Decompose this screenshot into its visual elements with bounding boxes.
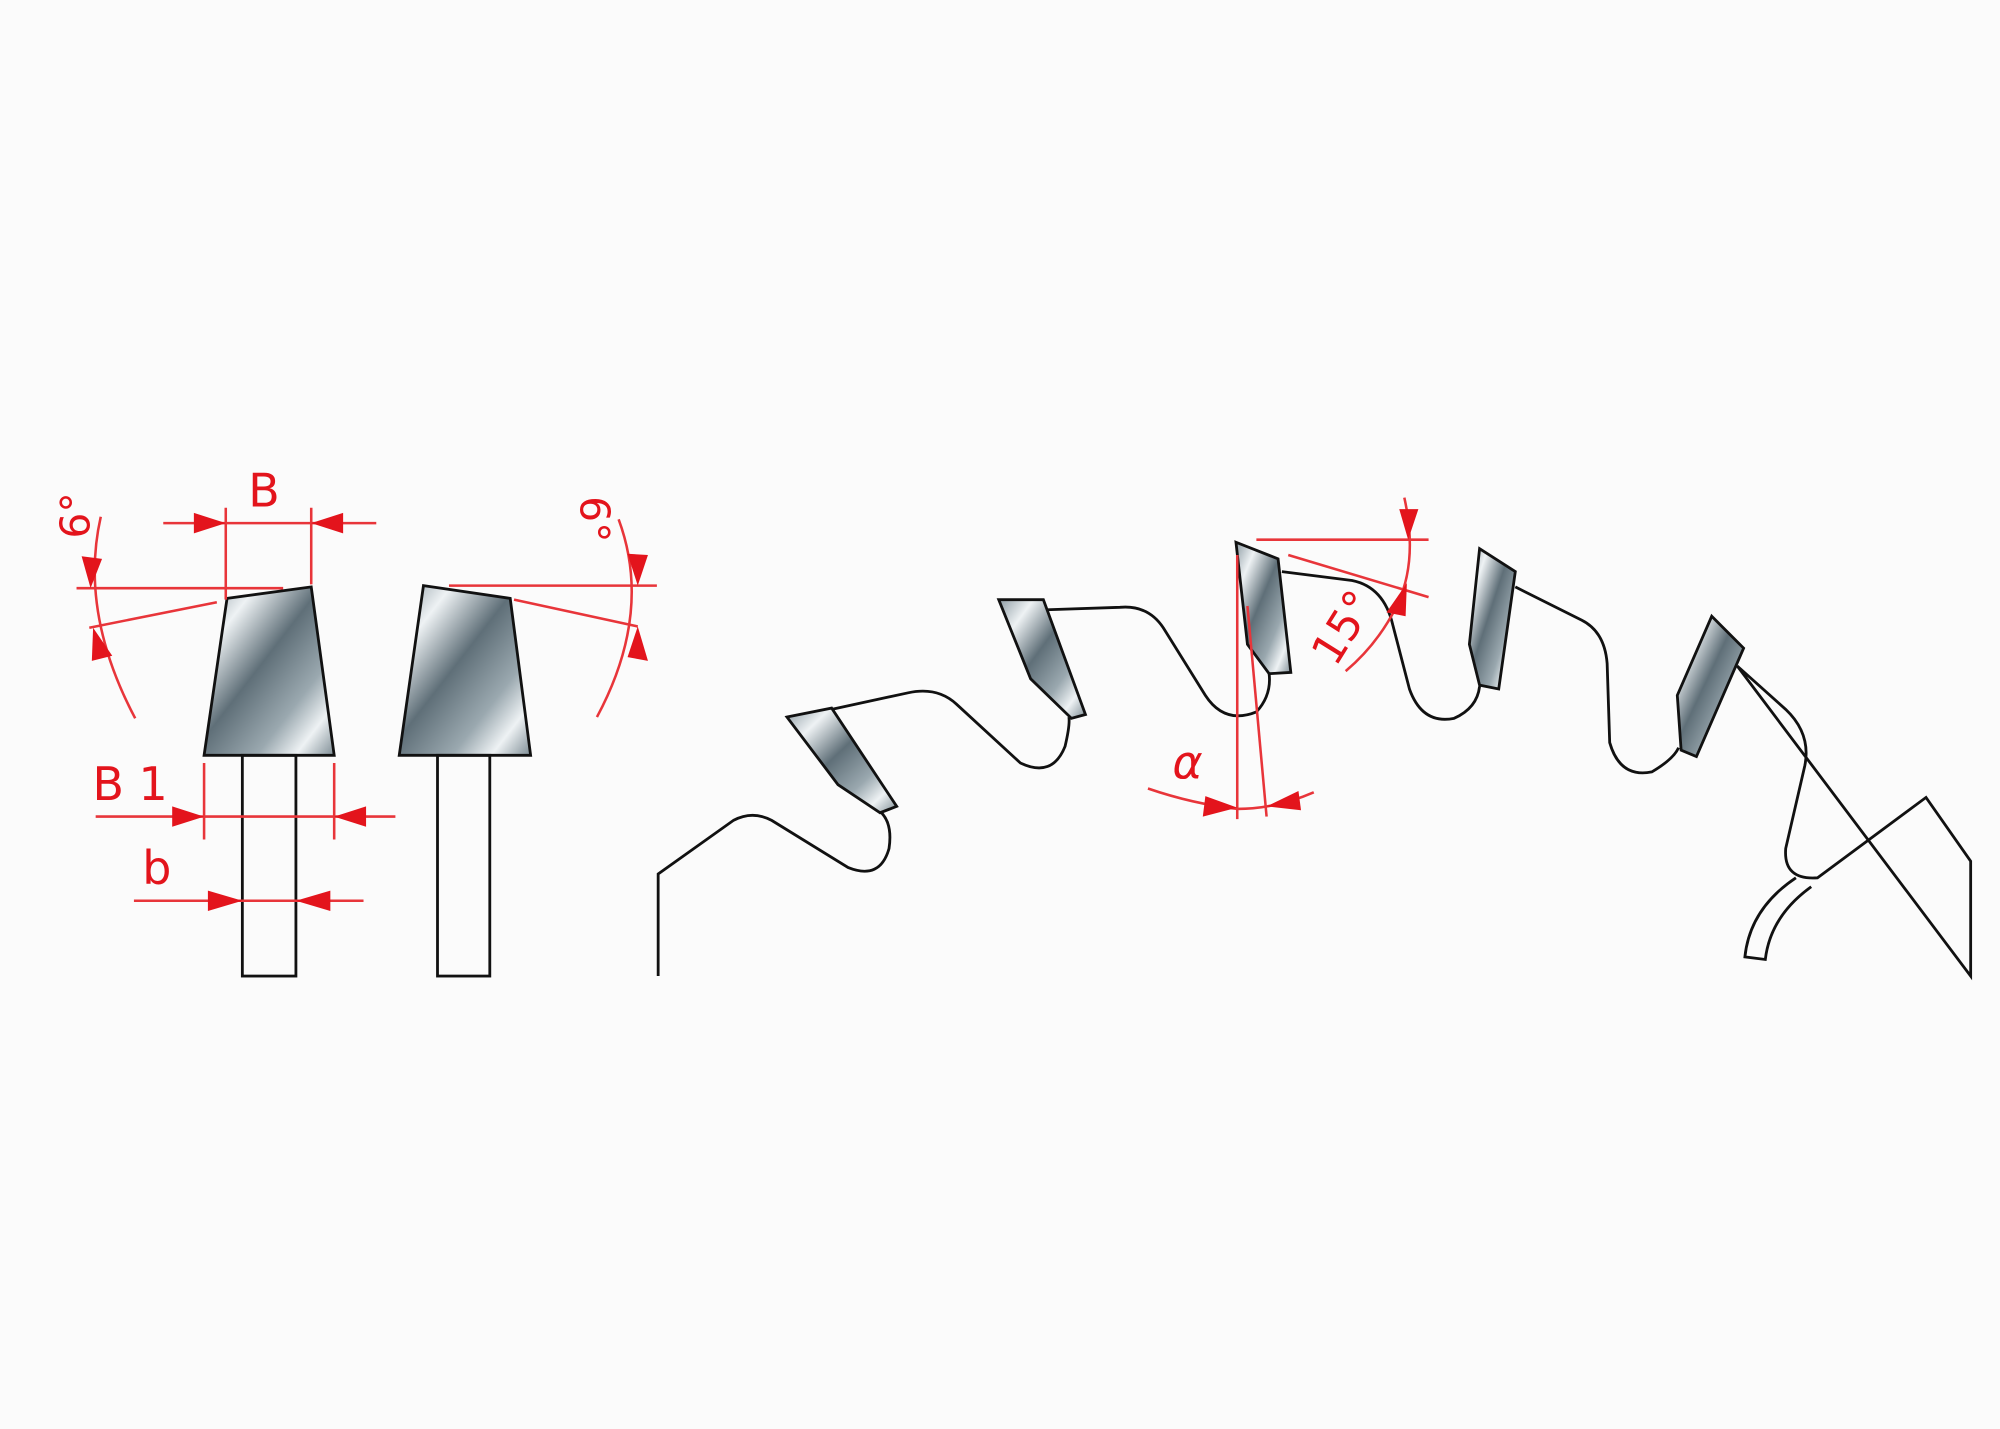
label-b-top: B xyxy=(248,464,279,518)
label-alpha: α xyxy=(1172,735,1202,789)
label-angle-left: 6° xyxy=(51,492,99,538)
dimension-angle-left: 6° xyxy=(51,492,284,719)
arrow-icon xyxy=(1202,796,1238,817)
label-b1: B 1 xyxy=(92,757,167,811)
blade-profile xyxy=(656,540,1973,981)
arrow-icon xyxy=(193,512,226,534)
carbide-tip-left xyxy=(202,585,336,757)
carbide-tooth-4 xyxy=(1467,546,1517,691)
arrow-icon xyxy=(81,556,103,589)
plate-right xyxy=(436,753,492,978)
carbide-tooth-2 xyxy=(996,598,1088,720)
expansion-slot xyxy=(1743,876,1813,962)
arrow-icon xyxy=(334,806,367,827)
arrow-icon xyxy=(1399,509,1419,540)
dimension-b-plate: b xyxy=(133,841,364,911)
dimension-angle-right: 6° xyxy=(448,496,657,718)
carbide-tooth-5 xyxy=(1675,613,1746,759)
arrow-icon xyxy=(1266,791,1302,811)
carbide-tooth-1 xyxy=(784,706,899,815)
arrow-icon xyxy=(1386,583,1407,617)
dimension-angle-alpha: α xyxy=(1147,555,1315,820)
arrow-icon xyxy=(91,627,113,661)
tooth-section-left xyxy=(202,585,336,978)
plate-left xyxy=(240,753,298,978)
label-b-plate: b xyxy=(142,841,171,895)
carbide-tip-right xyxy=(397,584,533,757)
arrow-icon xyxy=(295,890,331,911)
label-angle-top: 15° xyxy=(1302,582,1385,674)
carbide-tooth-3 xyxy=(1234,540,1293,676)
arrow-icon xyxy=(627,626,648,661)
blade-outline xyxy=(656,570,1973,981)
label-angle-right: 6° xyxy=(570,496,618,542)
dimension-b1: B 1 xyxy=(92,757,396,840)
arrow-icon xyxy=(627,553,648,586)
dimension-b-top: B xyxy=(163,464,377,600)
tooth-section-right xyxy=(397,584,533,978)
arrow-icon xyxy=(207,890,243,911)
arrow-icon xyxy=(172,806,205,827)
arrow-icon xyxy=(311,512,344,534)
